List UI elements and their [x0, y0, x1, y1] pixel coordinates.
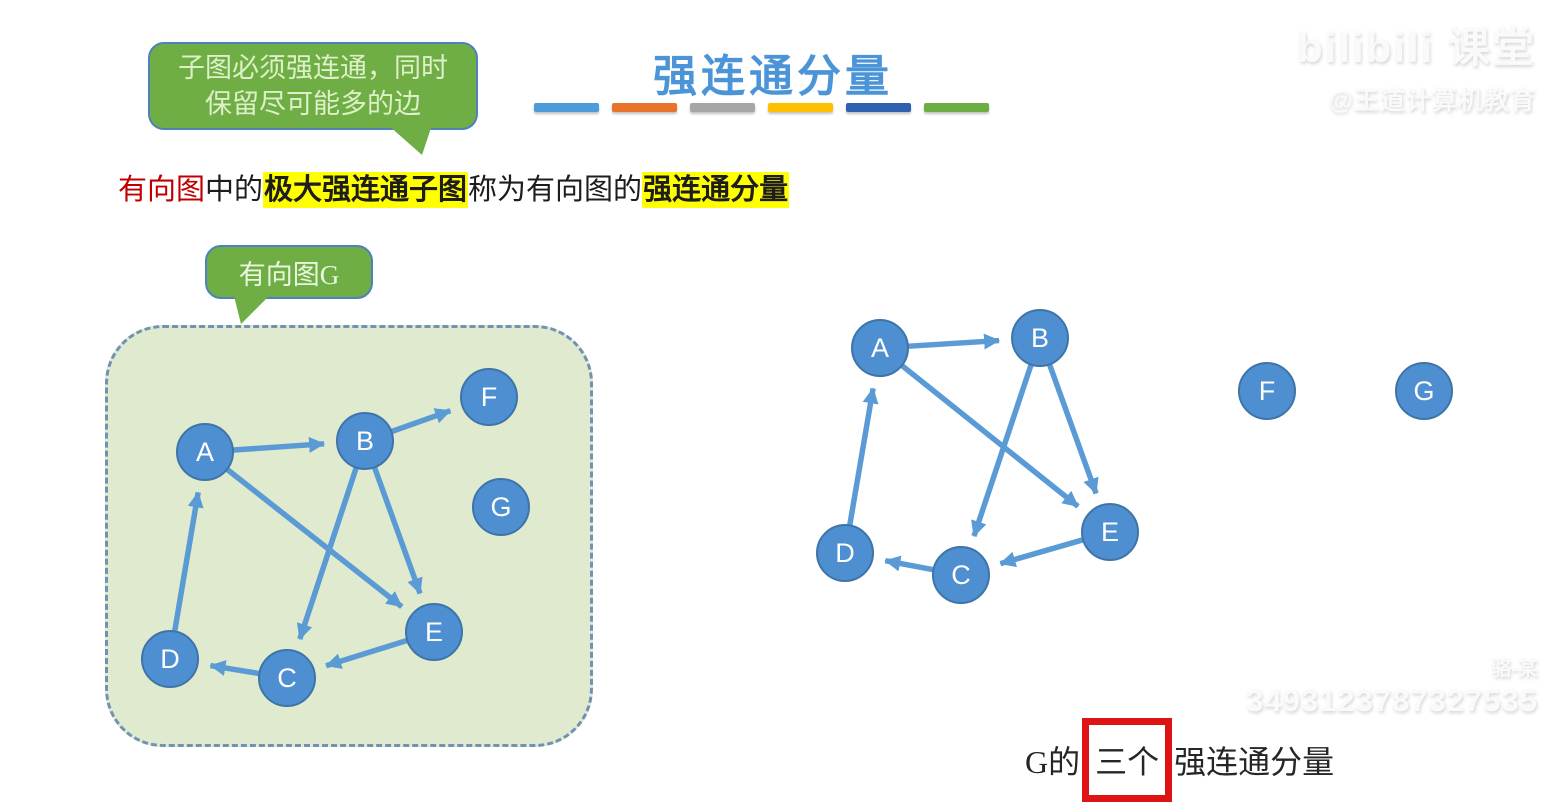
bilibili-logo-text: bilibili 课堂	[1297, 24, 1536, 71]
graph-g-label-callout: 有向图G	[205, 245, 373, 299]
node-F	[1238, 362, 1296, 420]
definition-part3: 称为有向图的	[468, 174, 643, 206]
divider-bar-4	[846, 103, 911, 112]
graph-g-region	[105, 325, 593, 747]
node-A	[851, 319, 909, 377]
user-id-watermark: 骆-某 3493123787327535	[1246, 652, 1538, 719]
note-line-1: 子图必须强连通，同时	[178, 52, 448, 83]
graph-g-label-tail	[233, 292, 273, 324]
node-label-G: G	[1413, 376, 1434, 406]
definition-text: 有向图中的极大强连通子图称为有向图的强连通分量	[118, 166, 790, 208]
node-label-B: B	[1031, 323, 1049, 353]
channel-name-text: @王道计算机教育	[1328, 87, 1536, 115]
user-name-text: 骆-某	[1491, 658, 1538, 680]
note-callout-tail	[388, 125, 432, 155]
caption-boxed-three: 三个	[1082, 718, 1173, 802]
node-B	[1011, 309, 1069, 367]
definition-highlight-scc: 强连通分量	[642, 172, 790, 208]
node-label-D: D	[835, 538, 855, 568]
node-label-F: F	[1259, 376, 1276, 406]
edge-B-to-E	[1045, 360, 1099, 495]
node-G	[1395, 362, 1453, 420]
edge-A-to-B	[904, 333, 1001, 350]
components-caption: G的 三个 强连通分量	[1025, 718, 1334, 802]
divider-bar-2	[690, 103, 755, 112]
strongly-connected-components: A B D C E F G	[816, 309, 1453, 604]
node-C	[932, 546, 990, 604]
note-callout: 子图必须强连通，同时 保留尽可能多的边	[148, 42, 478, 130]
caption-prefix: G的	[1025, 744, 1081, 780]
node-E	[1081, 503, 1139, 561]
divider-bar-1	[612, 103, 677, 112]
page-title: 强连通分量	[653, 52, 893, 101]
user-number-text: 3493123787327535	[1246, 683, 1538, 718]
definition-highlight-maximal-scc-subgraph: 极大强连通子图	[263, 172, 469, 208]
bilibili-classroom-watermark: bilibili 课堂 @王道计算机教育	[1297, 14, 1536, 117]
edge-E-to-C	[999, 536, 1087, 568]
divider-bar-0	[534, 103, 599, 112]
graph-g-label: 有向图G	[238, 259, 340, 290]
edge-D-to-A	[846, 387, 879, 529]
node-label-E: E	[1101, 517, 1119, 547]
caption-suffix: 强连通分量	[1174, 744, 1335, 780]
node-label-A: A	[871, 333, 889, 363]
divider-bar-5	[924, 103, 989, 112]
note-line-2: 保留尽可能多的边	[205, 89, 421, 119]
node-label-C: C	[951, 560, 971, 590]
divider-bar-3	[768, 103, 833, 112]
definition-directed-graph: 有向图	[118, 174, 206, 206]
node-D	[816, 524, 874, 582]
edge-B-to-C	[971, 360, 1035, 538]
title-divider-bars	[534, 103, 989, 112]
edge-C-to-D	[884, 555, 937, 574]
edge-A-to-E	[897, 361, 1080, 509]
definition-part2: 中的	[205, 174, 264, 206]
